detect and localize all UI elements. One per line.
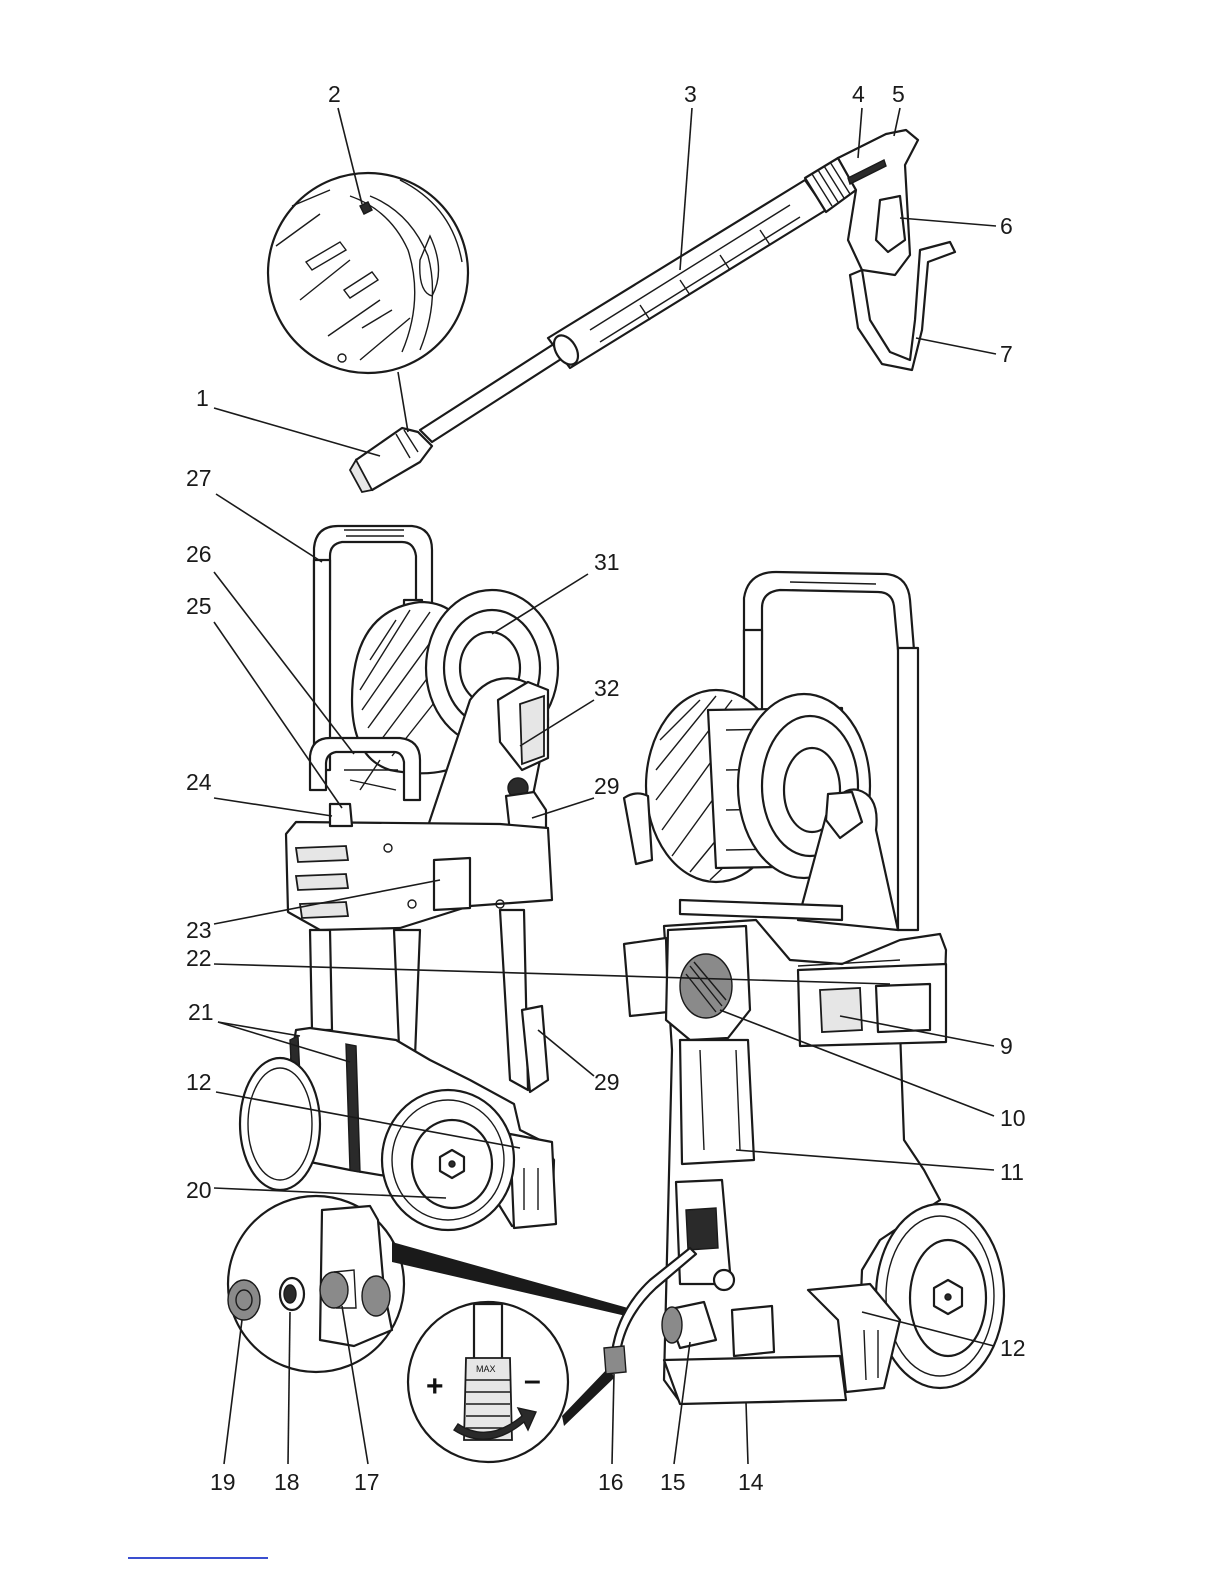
callout-23: 23 — [186, 917, 212, 943]
callout-12-lower: 12 — [1000, 1335, 1026, 1361]
pressure-plus-sign: + — [426, 1370, 444, 1403]
leader-14 — [746, 1402, 748, 1464]
hose-16-fitting — [604, 1346, 626, 1374]
leader-24 — [214, 798, 332, 816]
front-base — [664, 1356, 846, 1404]
front-top-handle — [744, 572, 914, 650]
front-handle-right-tube — [898, 648, 918, 930]
lance-tube — [420, 340, 572, 442]
callout-25: 25 — [186, 593, 212, 619]
callout-12-upper: 12 — [186, 1069, 212, 1095]
nozzle-detail-magnifier — [268, 173, 468, 432]
pressure-magnifier-wedge — [562, 1366, 614, 1426]
front-panel-recess — [732, 1306, 774, 1356]
callout-17: 17 — [354, 1469, 380, 1495]
inlet-part-17 — [320, 1272, 348, 1308]
callout-22: 22 — [186, 945, 212, 971]
front-handle-left-tube — [744, 630, 762, 710]
front-wheel-axle — [945, 1294, 951, 1300]
callout-27: 27 — [186, 465, 212, 491]
accessory-slot-1 — [296, 846, 348, 862]
callout-15: 15 — [660, 1469, 686, 1495]
leader-6 — [900, 218, 996, 226]
pressure-minus-sign: – — [524, 1364, 541, 1397]
leader-7 — [916, 338, 996, 354]
rear-frame-right — [500, 910, 528, 1090]
inlet-part-19 — [228, 1280, 260, 1320]
callout-14: 14 — [738, 1469, 764, 1495]
callout-18: 18 — [274, 1469, 300, 1495]
leader-1 — [214, 408, 380, 456]
front-outlet-knob — [714, 1270, 734, 1290]
callout-5: 5 — [892, 81, 905, 107]
water-inlet-face — [662, 1307, 682, 1343]
callout-9: 9 — [1000, 1033, 1013, 1059]
callout-24: 24 — [186, 769, 212, 795]
callout-16: 16 — [598, 1469, 624, 1495]
tray-window — [434, 858, 470, 910]
accessory-slot-2 — [296, 874, 348, 890]
front-hose-outlet-port — [686, 1208, 718, 1250]
rear-wheel-left — [240, 1058, 320, 1190]
callout-1: 1 — [196, 385, 209, 411]
callout-29-lower: 29 — [594, 1069, 620, 1095]
footer-link-underline — [128, 1557, 268, 1559]
callout-10: 10 — [1000, 1105, 1026, 1131]
pressure-washer-rear-view — [240, 526, 558, 1230]
leader-19 — [224, 1320, 242, 1464]
callout-19: 19 — [210, 1469, 236, 1495]
gun-body — [838, 130, 918, 275]
leader-3 — [680, 108, 692, 270]
callout-26: 26 — [186, 541, 212, 567]
pressure-max-label: MAX — [476, 1364, 496, 1374]
front-accessory-slot — [820, 988, 862, 1032]
callout-2: 2 — [328, 81, 341, 107]
accessory-slot-3 — [300, 902, 348, 918]
reel-crank-grip — [520, 696, 544, 764]
callout-6: 6 — [1000, 213, 1013, 239]
lower-handle — [310, 738, 420, 800]
callout-29-upper: 29 — [594, 773, 620, 799]
callout-4: 4 — [852, 81, 865, 107]
callout-20: 20 — [186, 1177, 212, 1203]
pressure-control-magnifier: + – MAX — [408, 1248, 696, 1462]
callout-21: 21 — [188, 999, 214, 1025]
callout-31: 31 — [594, 549, 620, 575]
front-side-hook — [624, 793, 652, 864]
callout-7: 7 — [1000, 341, 1013, 367]
magnifier-leader — [398, 372, 408, 432]
pressure-rod — [474, 1304, 502, 1360]
pressure-washer-front-view — [624, 572, 1004, 1404]
leader-27 — [216, 494, 322, 562]
front-hose-channel — [680, 1040, 754, 1164]
trigger — [876, 196, 905, 252]
callout-3: 3 — [684, 81, 697, 107]
inlet-port — [362, 1276, 390, 1316]
callout-11: 11 — [1000, 1159, 1024, 1185]
leader-16 — [612, 1374, 614, 1464]
callout-32: 32 — [594, 675, 620, 701]
inlet-part-18-inner — [284, 1285, 296, 1303]
leader-26 — [214, 572, 354, 754]
rear-frame-left — [310, 930, 332, 1030]
rear-wheel-axle — [449, 1161, 455, 1167]
